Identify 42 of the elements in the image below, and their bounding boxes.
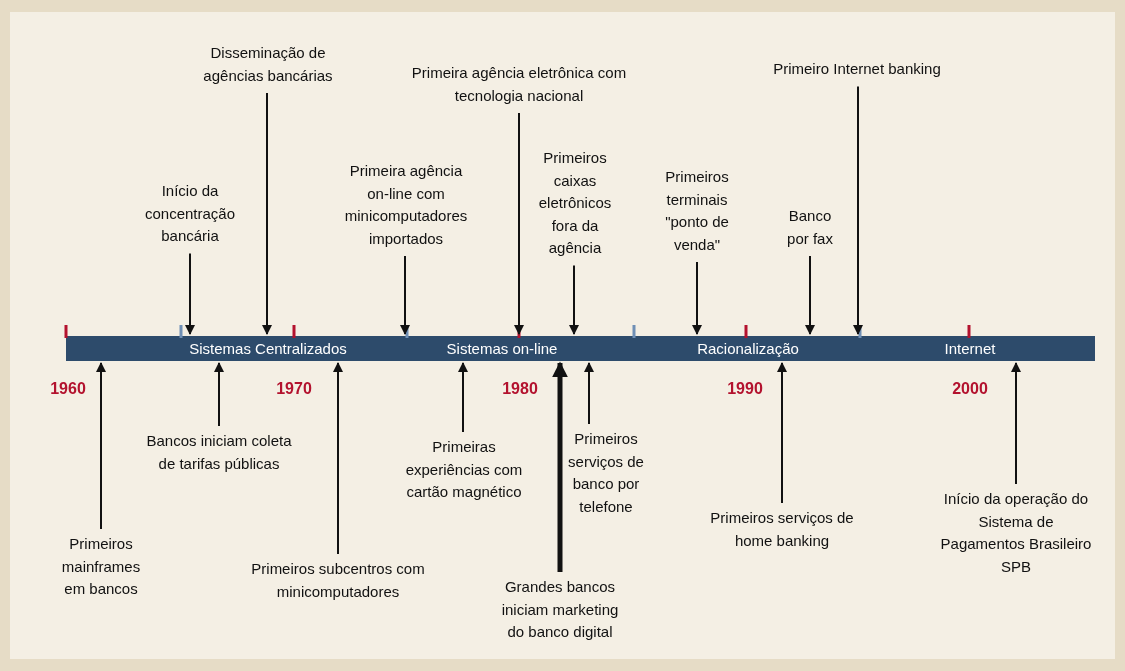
- arrow: [692, 261, 702, 335]
- arrow: [96, 362, 106, 530]
- event-label: Primeiros caixas eletrônicos fora da agência: [533, 147, 617, 260]
- arrow: [777, 362, 787, 504]
- event-label: Primeiros serviços de banco por telefone: [563, 428, 649, 518]
- arrow: [333, 362, 343, 555]
- period-label: Sistemas on-line: [446, 339, 558, 359]
- arrow: [514, 112, 524, 335]
- arrow: [262, 92, 272, 335]
- period-label: Racionalização: [697, 339, 799, 359]
- year-label: 1980: [502, 380, 538, 398]
- period-label: Internet: [944, 339, 996, 359]
- arrow: [853, 85, 863, 335]
- event-label: Primeiros mainframes em bancos: [56, 533, 146, 601]
- event-label: Grandes bancos iniciam marketing do banco digital: [495, 576, 625, 644]
- event-label: Primeiros subcentros com minicomputadores: [238, 558, 438, 603]
- year-label: 2000: [952, 380, 988, 398]
- arrow: [805, 255, 815, 335]
- arrow: [584, 362, 594, 425]
- event-label: Primeiro Internet banking: [747, 58, 967, 81]
- event-label: Primeiros terminais "ponto de venda": [657, 166, 737, 256]
- event-label: Bancos iniciam coleta de tarifas públicas: [140, 430, 298, 475]
- event-label: Disseminação de agências bancárias: [193, 42, 343, 87]
- year-label: 1990: [727, 380, 763, 398]
- event-label: Início da operação do Sistema de Pagamentos Brasileiro SPB: [937, 488, 1095, 578]
- event-label: Banco por fax: [780, 205, 840, 250]
- year-label: 1970: [276, 380, 312, 398]
- arrow: [214, 362, 224, 427]
- arrow: [569, 264, 579, 335]
- arrow: [185, 252, 195, 335]
- period-label: Sistemas Centralizados: [189, 339, 347, 359]
- event-label: Início da concentração bancária: [140, 180, 240, 248]
- arrow: [458, 362, 468, 433]
- event-label: Primeiras experiências com cartão magnético: [399, 436, 529, 504]
- event-label: Primeira agência on-line com minicomputadores importados: [341, 160, 471, 250]
- arrow: [400, 255, 410, 335]
- year-label: 1960: [50, 380, 86, 398]
- arrow: [1011, 362, 1021, 485]
- arrow: [552, 361, 568, 572]
- event-label: Primeiros serviços de home banking: [697, 507, 867, 552]
- event-label: Primeira agência eletrônica com tecnologia nacional: [394, 62, 644, 107]
- timeline-bar: [66, 336, 1095, 361]
